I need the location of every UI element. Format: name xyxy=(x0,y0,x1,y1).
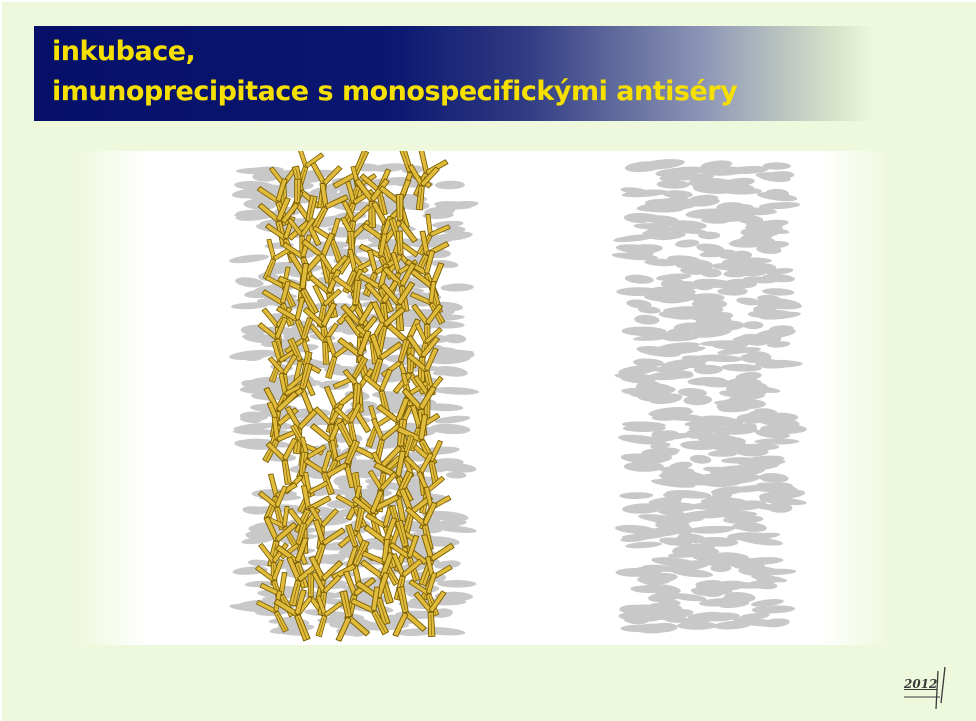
slide-title-line-1: inkubace, xyxy=(52,36,195,67)
antigen-band xyxy=(430,259,459,269)
antigen-band xyxy=(677,621,717,629)
antigen-band xyxy=(634,314,660,325)
antigen-band xyxy=(743,321,763,329)
antigen-band xyxy=(690,454,712,465)
antigen-band xyxy=(434,364,469,378)
antibody-precipitate xyxy=(252,151,456,645)
right-antigen-bands xyxy=(612,157,807,633)
illustration-panel xyxy=(74,151,892,645)
antigen-band xyxy=(708,449,739,457)
slide-title-line-2: imunoprecipitace s monospecifickými anti… xyxy=(52,76,737,107)
antigen-band xyxy=(229,253,270,265)
antigen-band xyxy=(231,302,269,310)
antigen-band xyxy=(619,492,653,499)
antigen-band xyxy=(446,472,467,479)
illustration-svg xyxy=(74,151,892,645)
antigen-band xyxy=(622,503,664,515)
antigen-band xyxy=(759,472,789,483)
antigen-band xyxy=(657,180,690,189)
antigen-band xyxy=(435,180,465,189)
antigen-band xyxy=(700,525,735,534)
antigen-band xyxy=(675,239,700,249)
antigen-band xyxy=(432,386,479,396)
antigen-band xyxy=(437,580,476,588)
signature-year: 2012 xyxy=(904,677,937,691)
antigen-band xyxy=(613,233,658,244)
antigen-band xyxy=(434,414,471,425)
antigen-band xyxy=(624,274,654,285)
signature-logo: 2012 xyxy=(900,665,956,713)
antigen-band xyxy=(440,283,473,292)
